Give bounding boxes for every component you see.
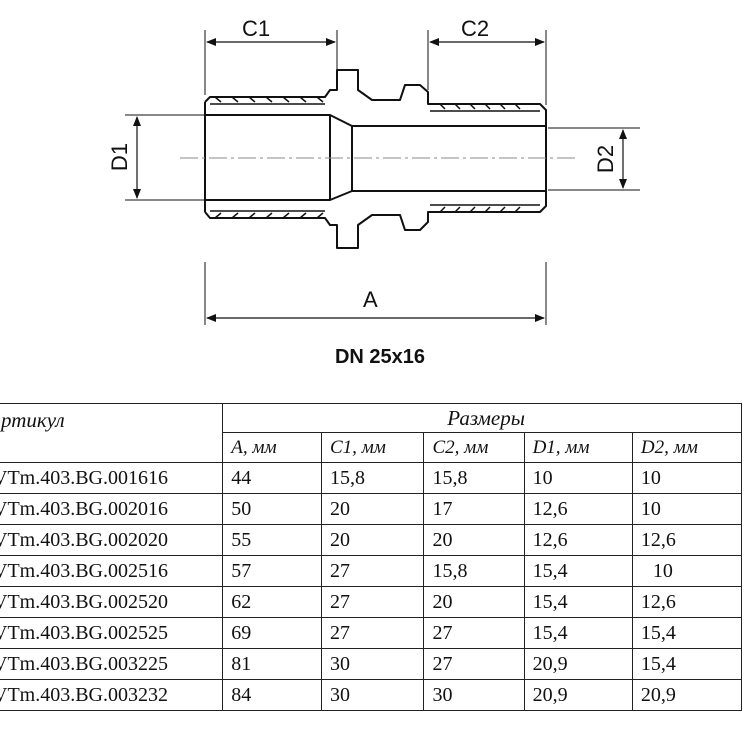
c2-cell: 20 xyxy=(423,524,525,556)
dimension-lines xyxy=(133,38,627,322)
c1-cell: 27 xyxy=(320,617,425,649)
table-row: VTm.403.BG.003232 84 30 30 20,9 20,9 xyxy=(0,679,743,711)
left-barbs xyxy=(210,96,325,219)
d1-cell: 12,6 xyxy=(523,524,633,556)
c2-label: C2 xyxy=(461,16,489,41)
c1-cell: 30 xyxy=(320,648,425,680)
article-cell: VTm.403.BG.002516 xyxy=(0,555,224,587)
d1-cell: 15,4 xyxy=(523,555,633,587)
column-header-d2: D2, мм xyxy=(631,432,743,463)
d1-cell: 15,4 xyxy=(523,617,633,649)
fitting-body xyxy=(204,69,547,249)
article-cell: VTm.403.BG.002020 xyxy=(0,524,224,556)
a-label: A xyxy=(363,287,378,312)
table-row: VTm.403.BG.002016 50 20 17 12,6 10 xyxy=(0,493,743,525)
d2-cell: 10 xyxy=(631,555,743,587)
c1-label: C1 xyxy=(242,16,270,41)
article-cell: VTm.403.BG.003225 xyxy=(0,648,224,680)
d2-cell: 10 xyxy=(631,462,743,494)
d1-cell: 12,6 xyxy=(523,493,633,525)
d1-cell: 20,9 xyxy=(523,679,633,711)
article-cell: VTm.403.BG.002016 xyxy=(0,493,224,525)
c1-cell: 30 xyxy=(320,679,425,711)
dimensions-group-header: Размеры xyxy=(222,403,742,433)
d1-cell: 20,9 xyxy=(523,648,633,680)
table-subheader-row: A, мм C1, мм C2, мм D1, мм D2, мм xyxy=(0,432,743,463)
article-cell: VTm.403.BG.001616 xyxy=(0,462,224,494)
table-row: VTm.403.BG.002516 57 27 15,8 15,4 10 xyxy=(0,555,743,587)
table-row: VTm.403.BG.002525 69 27 27 15,4 15,4 xyxy=(0,617,743,649)
d2-cell: 15,4 xyxy=(631,648,743,680)
d1-label: D1 xyxy=(107,143,132,171)
c1-cell: 20 xyxy=(320,493,425,525)
c2-cell: 17 xyxy=(423,493,525,525)
dimensions-table: ртикул Размеры A, мм C1, мм C2, мм D1, м… xyxy=(0,403,743,711)
a-cell: 44 xyxy=(222,462,322,494)
c2-cell: 15,8 xyxy=(423,555,525,587)
c2-cell: 15,8 xyxy=(423,462,525,494)
extension-lines xyxy=(125,30,640,325)
a-cell: 84 xyxy=(222,679,322,711)
c2-cell: 30 xyxy=(423,679,525,711)
d2-cell: 12,6 xyxy=(631,586,743,618)
right-barbs xyxy=(430,103,540,213)
article-header: ртикул xyxy=(0,403,224,463)
fitting-drawing: C1 C2 A D1 D2 xyxy=(107,16,640,325)
d2-cell: 15,4 xyxy=(631,617,743,649)
table-row: VTm.403.BG.002020 55 20 20 12,6 12,6 xyxy=(0,524,743,556)
c1-cell: 27 xyxy=(320,586,425,618)
column-header-c1: C1, мм xyxy=(320,432,425,463)
a-cell: 55 xyxy=(222,524,322,556)
article-cell: VTm.403.BG.002520 xyxy=(0,586,224,618)
column-header-c2: C2, мм xyxy=(423,432,525,463)
column-header-d1: D1, мм xyxy=(523,432,633,463)
diameter-caption: DN 25x16 xyxy=(334,346,426,368)
d2-label: D2 xyxy=(593,145,618,173)
table-row: VTm.403.BG.002520 62 27 20 15,4 12,6 xyxy=(0,586,743,618)
c2-cell: 27 xyxy=(423,648,525,680)
table-header-row: ртикул Размеры xyxy=(0,403,742,463)
article-cell: VTm.403.BG.003232 xyxy=(0,679,224,711)
a-cell: 62 xyxy=(222,586,322,618)
d2-cell: 10 xyxy=(631,493,743,525)
article-cell: VTm.403.BG.002525 xyxy=(0,617,224,649)
a-cell: 57 xyxy=(222,555,322,587)
table-row: VTm.403.BG.001616 44 15,8 15,8 10 10 xyxy=(0,462,743,494)
d1-cell: 10 xyxy=(523,462,633,494)
d2-cell: 20,9 xyxy=(631,679,743,711)
d1-cell: 15,4 xyxy=(523,586,633,618)
a-cell: 69 xyxy=(222,617,322,649)
column-header-a: A, мм xyxy=(222,432,322,463)
c2-cell: 27 xyxy=(423,617,525,649)
a-cell: 50 xyxy=(222,493,322,525)
c1-cell: 27 xyxy=(320,555,425,587)
a-cell: 81 xyxy=(222,648,322,680)
c1-cell: 15,8 xyxy=(320,462,425,494)
d2-cell: 12,6 xyxy=(631,524,743,556)
c2-cell: 20 xyxy=(423,586,525,618)
table-row: VTm.403.BG.003225 81 30 27 20,9 15,4 xyxy=(0,648,743,680)
c1-cell: 20 xyxy=(320,524,425,556)
